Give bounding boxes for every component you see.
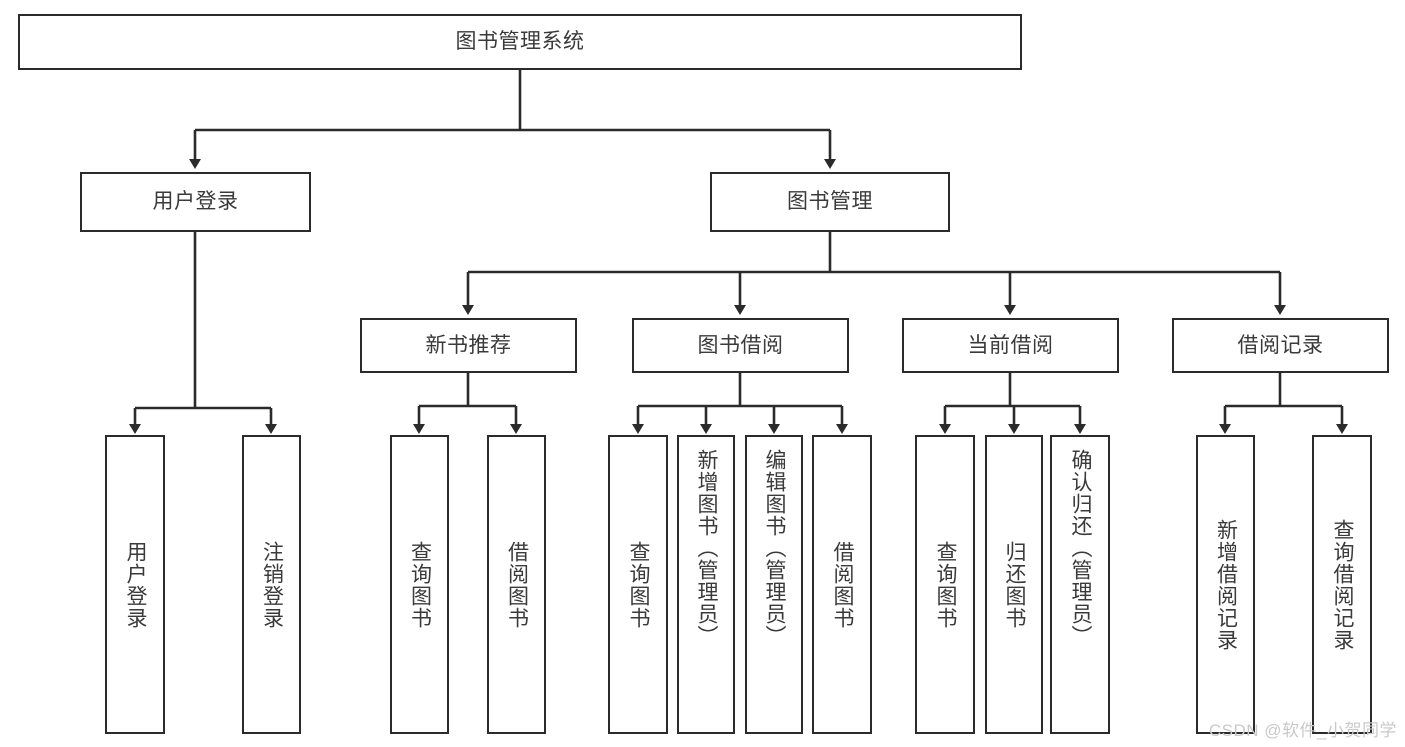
node-leaf-borrow-book-recommend[interactable]: 借阅图书: [487, 435, 546, 734]
node-leaf-query-borrow-record[interactable]: 查询借阅记录: [1312, 435, 1372, 734]
node-leaf-query-book-recommend[interactable]: 查询图书: [390, 435, 449, 734]
node-label: 图书管理: [787, 190, 873, 214]
node-label: 图书管理系统: [455, 30, 585, 54]
node-label: 注销登录: [260, 540, 284, 629]
node-label: 借阅记录: [1237, 333, 1324, 357]
node-label: 用户登录: [152, 190, 239, 214]
node-label: 图书借阅: [697, 333, 784, 357]
node-label: 借阅图书: [831, 540, 855, 629]
node-label: 查询借阅记录: [1331, 518, 1355, 651]
node-label: 当前借阅: [967, 333, 1054, 357]
node-leaf-query-book-current[interactable]: 查询图书: [915, 435, 975, 734]
node-user-login[interactable]: 用户登录: [80, 172, 311, 232]
node-leaf-borrow-book[interactable]: 借阅图书: [812, 435, 872, 734]
node-leaf-add-book-admin[interactable]: 新增图书（管理员）: [677, 435, 735, 734]
node-label: 确认归还（管理员）: [1069, 449, 1093, 647]
node-leaf-logout[interactable]: 注销登录: [242, 435, 301, 734]
node-leaf-edit-book-admin[interactable]: 编辑图书（管理员）: [745, 435, 803, 734]
node-leaf-return-book[interactable]: 归还图书: [985, 435, 1043, 734]
node-book-borrow[interactable]: 图书借阅: [632, 318, 849, 373]
node-label: 查询图书: [934, 540, 958, 629]
node-label: 新增借阅记录: [1214, 518, 1238, 651]
node-leaf-confirm-return-admin[interactable]: 确认归还（管理员）: [1050, 435, 1110, 734]
node-label: 编辑图书（管理员）: [763, 449, 787, 647]
node-current-borrow[interactable]: 当前借阅: [902, 318, 1119, 373]
node-label: 新增图书（管理员）: [695, 449, 719, 647]
node-leaf-user-login[interactable]: 用户登录: [105, 435, 165, 734]
node-label: 归还图书: [1003, 540, 1027, 629]
node-new-book-recommend[interactable]: 新书推荐: [360, 318, 577, 373]
csdn-watermark: CSDN @软件_小贺同学: [1208, 721, 1397, 740]
node-leaf-query-book-borrow[interactable]: 查询图书: [608, 435, 668, 734]
node-root-book-management-system[interactable]: 图书管理系统: [18, 14, 1022, 70]
node-label: 查询图书: [408, 540, 432, 629]
node-book-management[interactable]: 图书管理: [710, 172, 950, 232]
node-borrow-record[interactable]: 借阅记录: [1172, 318, 1389, 373]
node-label: 借阅图书: [505, 540, 529, 629]
node-label: 新书推荐: [425, 333, 512, 357]
node-label: 查询图书: [627, 540, 651, 629]
node-leaf-add-borrow-record[interactable]: 新增借阅记录: [1196, 435, 1255, 734]
node-label: 用户登录: [124, 540, 148, 629]
